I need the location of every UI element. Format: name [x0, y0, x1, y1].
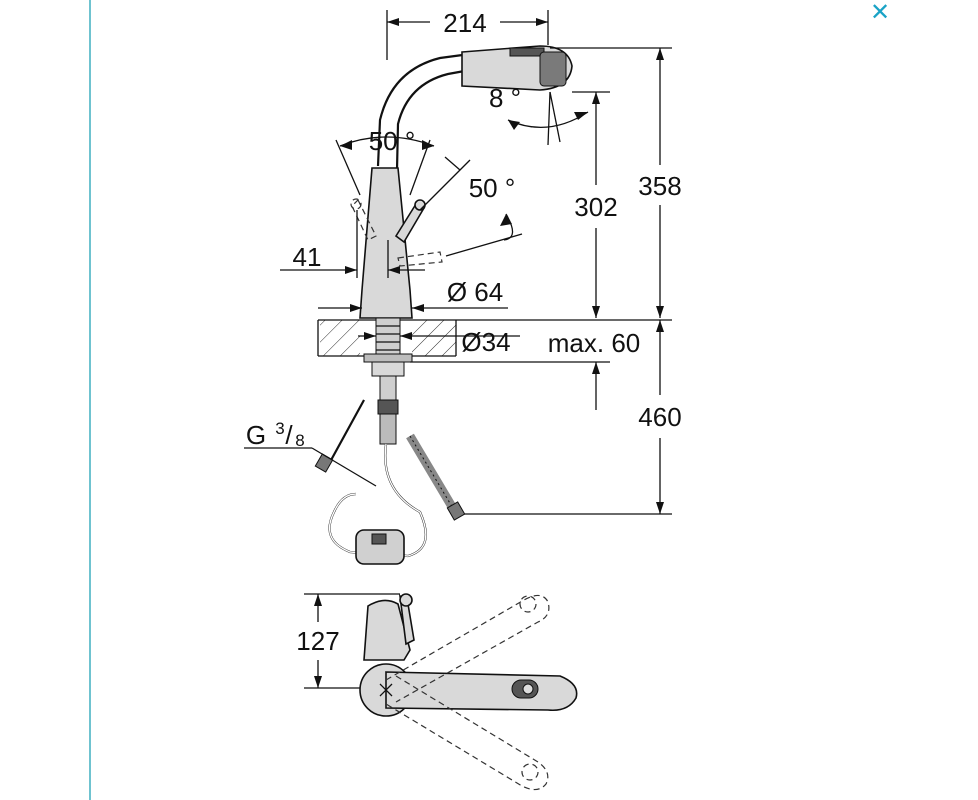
countertop	[317, 317, 672, 377]
page-border	[89, 0, 91, 800]
dim-358-label: 358	[638, 171, 681, 201]
dim-64-label: Ø 64	[447, 277, 503, 307]
dim-handle-angle-right: 50 °	[419, 156, 523, 257]
dim-spout-reach: 214	[386, 8, 549, 60]
dim-heights: 302 358	[550, 47, 682, 318]
dim-127-label: 127	[296, 626, 339, 656]
dim-base-diameter: Ø 64	[318, 277, 508, 312]
dim-hole-diameter: Ø34	[358, 320, 520, 357]
dim-34-label: Ø34	[461, 327, 510, 357]
supply-hoses	[314, 375, 466, 565]
svg-text:/: /	[285, 420, 293, 450]
thread-denominator: 8	[295, 431, 304, 450]
dim-max60-label: max. 60	[548, 328, 641, 358]
dim-8deg-label: 8 °	[489, 83, 521, 113]
dim-460-label: 460	[638, 402, 681, 432]
dim-41-label: 41	[293, 242, 322, 272]
dim-214-label: 214	[443, 8, 486, 38]
faucet-top-view: 127	[296, 593, 578, 791]
dim-50deg-right-label: 50 °	[469, 173, 516, 203]
faucet-side-view	[350, 45, 573, 319]
close-icon[interactable]: ✕	[866, 0, 894, 26]
dim-max-deck: max. 60	[410, 328, 640, 410]
dim-302-label: 302	[574, 192, 617, 222]
dim-hose-length: 460	[462, 320, 682, 515]
dim-handle-offset: 41	[280, 210, 425, 278]
dim-thread: G 3 / 8	[244, 419, 377, 487]
close-glyph: ✕	[869, 0, 891, 26]
thread-prefix: G	[246, 420, 266, 450]
dim-50deg-left-label: 50 °	[369, 126, 416, 156]
dim-spray-angle: 8 °	[489, 83, 589, 146]
thread-numerator: 3	[275, 419, 284, 438]
dim-handle-angle-left: 50 °	[335, 126, 435, 196]
